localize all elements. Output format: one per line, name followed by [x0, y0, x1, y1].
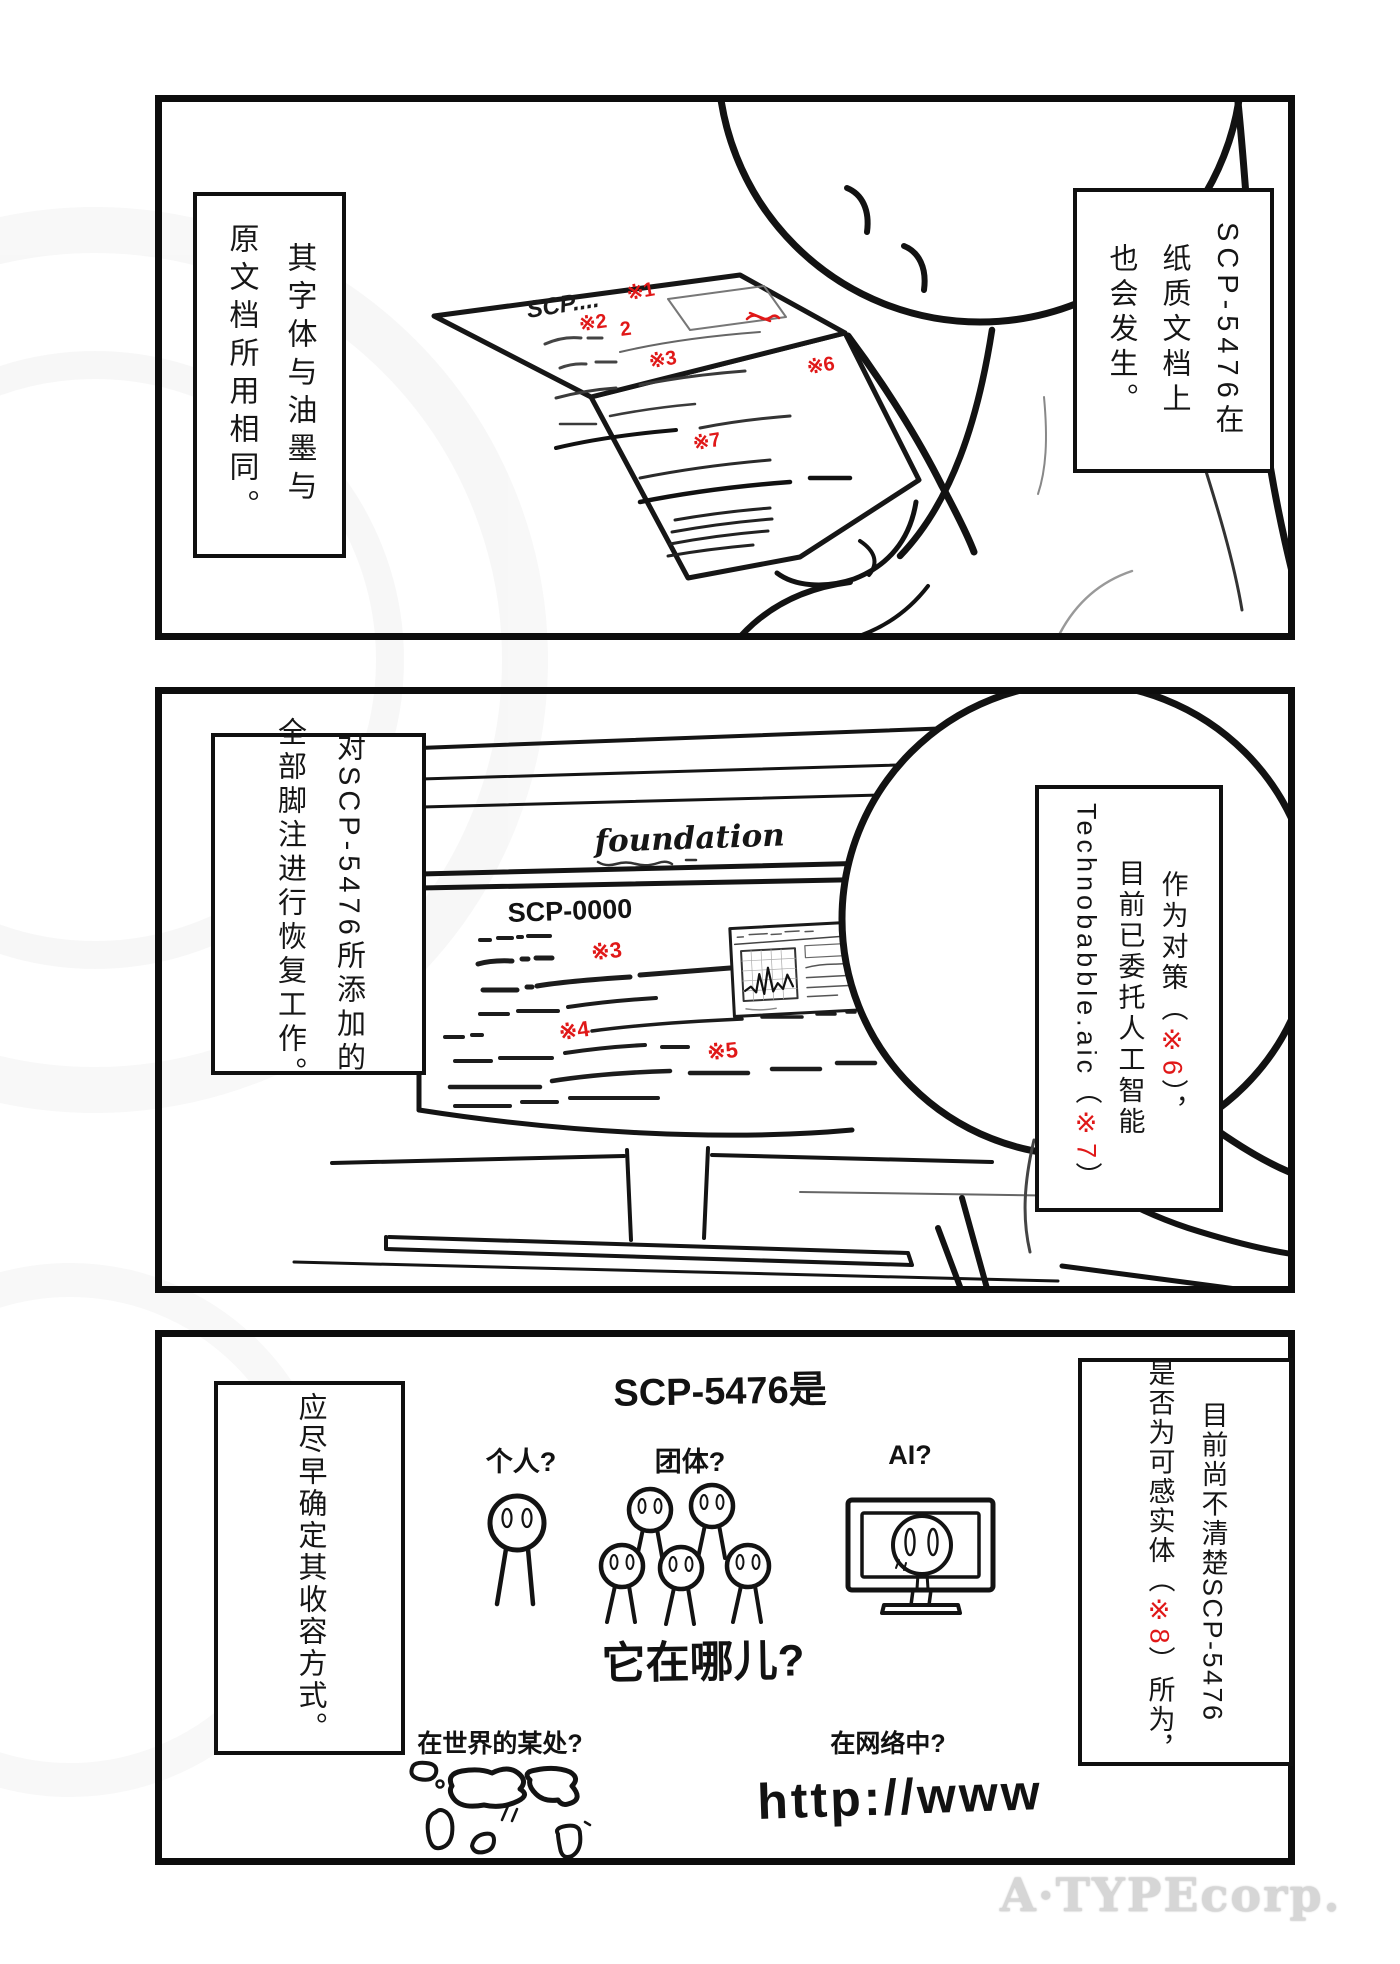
footnote-ref: ※6 — [1157, 1024, 1188, 1079]
svg-text:※4: ※4 — [557, 1016, 592, 1045]
caption-line: 目前已委托人工智能 — [1114, 859, 1145, 1138]
caption-line: 也会发生。 — [1105, 243, 1137, 418]
loc-world-label: 在世界的某处? — [417, 1730, 583, 1758]
panel-2 — [155, 687, 1295, 1293]
panel-1 — [155, 95, 1295, 640]
svg-text:※3: ※3 — [647, 347, 678, 373]
line-chart-icon — [744, 966, 795, 996]
caption-box-p1-left: 其字体与油墨与 原文档所用相同。 — [193, 192, 346, 558]
group-figures — [598, 1482, 772, 1626]
caption-line: 应尽早确定其收容方式。 — [294, 1392, 326, 1744]
panel3-title: SCP-5476是 — [613, 1369, 828, 1415]
option-label-individual: 个人? — [485, 1447, 557, 1477]
red-footnote-marks: ※3 ※4 ※5 — [557, 937, 739, 1065]
svg-text:※2: ※2 — [578, 310, 609, 336]
svg-text:※3: ※3 — [590, 937, 623, 965]
individual-figure — [487, 1493, 547, 1607]
caption-line: Technobabble.aic（※7） — [1071, 803, 1102, 1194]
ai-monitor-figure — [845, 1497, 996, 1615]
doc-title-text: SCP-0000 — [507, 894, 633, 928]
caption-line: 纸质文档上 — [1158, 243, 1190, 418]
caption-box-p2-right: 作为对策（※6）， 目前已委托人工智能 Technobabble.aic（※7） — [1035, 785, 1223, 1212]
closed-eye-icon — [901, 243, 928, 293]
red-scribble — [745, 311, 781, 323]
caption-line: 作为对策（※6）， — [1157, 869, 1188, 1128]
footnote-ref: ※7 — [1071, 1108, 1102, 1163]
caption-line: SCP-5476在 — [1211, 222, 1243, 439]
caption-box-p3-right: 目前尚不清楚SCP-5476 是否为可感实体（※8）所为， — [1078, 1358, 1293, 1766]
caption-line: 其字体与油墨与 — [282, 242, 316, 508]
where-question: 它在哪儿? — [601, 1636, 805, 1689]
loc-net-label: 在网络中? — [830, 1730, 946, 1758]
svg-text:2: 2 — [619, 318, 633, 341]
caption-box-p3-left: 应尽早确定其收容方式。 — [214, 1381, 405, 1755]
footnote-ref: ※8 — [1144, 1595, 1175, 1647]
red-footnote-marks: ※1 ※2 2 ※3 ※6 ※7 — [578, 278, 837, 455]
screen-text-lines — [443, 934, 878, 1108]
svg-text:※1: ※1 — [625, 278, 656, 305]
svg-text:※5: ※5 — [706, 1037, 739, 1065]
option-label-ai: AI? — [888, 1440, 932, 1470]
desk-and-keyboard — [292, 1146, 1151, 1283]
svg-text:※7: ※7 — [691, 429, 722, 455]
caption-line: 全部脚注进行恢复工作。 — [273, 717, 306, 1091]
caption-line: 原文档所用相同。 — [224, 223, 258, 527]
caption-line: 对SCP-5476所添加的 — [332, 732, 365, 1076]
caption-box-p2-left: 对SCP-5476所添加的 全部脚注进行恢复工作。 — [211, 717, 426, 1091]
reader-arm-and-hand — [739, 326, 1134, 633]
svg-text:※6: ※6 — [805, 353, 836, 379]
option-label-group: 团体? — [654, 1447, 726, 1477]
caption-line: 目前尚不清楚SCP-5476 — [1197, 1401, 1228, 1723]
world-map-doodle — [409, 1760, 592, 1858]
publisher-watermark: A·TYPEcorp. — [1000, 1868, 1342, 1922]
site-header-text: foundation — [592, 817, 785, 860]
closed-eye-icon — [844, 185, 871, 235]
caption-line: 是否为可感实体（※8）所为， — [1144, 1359, 1175, 1765]
paper-document: SCP.... ※1 ※2 2 ※3 ※6 ※7 — [431, 272, 922, 581]
caption-box-p1-right: SCP-5476在 纸质文档上 也会发生。 — [1073, 188, 1274, 473]
